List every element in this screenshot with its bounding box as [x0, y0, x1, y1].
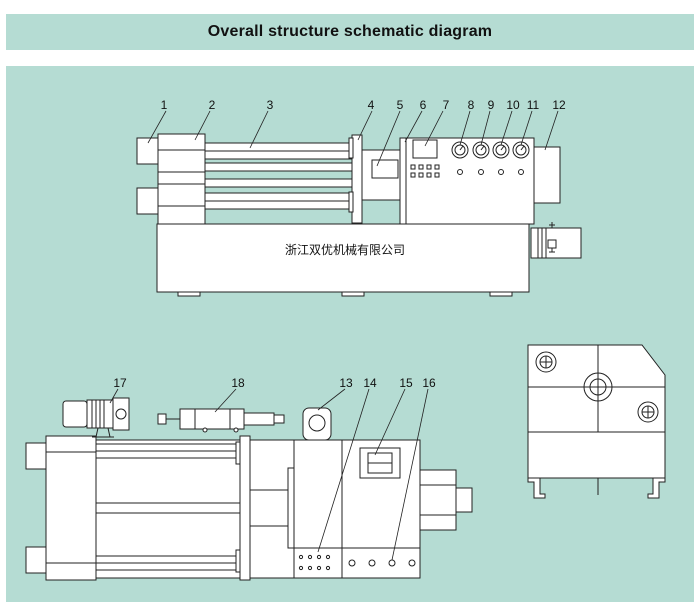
callout-12: 12: [552, 98, 566, 112]
callout-14: 14: [363, 376, 377, 390]
callout-7: 7: [443, 98, 450, 112]
callout-18: 18: [231, 376, 245, 390]
lifting-eye: [302, 407, 332, 441]
company-name: 浙江双优机械有限公司: [285, 242, 405, 257]
callout-9: 9: [488, 98, 495, 112]
callout-numbers-bottom: 13 14 15 16 17 18: [113, 376, 436, 390]
top-machine: [136, 133, 582, 297]
diagram-title: Overall structure schematic diagram: [207, 23, 493, 40]
gauge-10: [492, 141, 510, 159]
display-screen: [412, 139, 438, 159]
callout-6: 6: [420, 98, 427, 112]
callout-5: 5: [397, 98, 404, 112]
callout-3: 3: [267, 98, 274, 112]
callout-4: 4: [368, 98, 375, 112]
cylinder-cap-upper: [136, 137, 160, 165]
gauge-9: [472, 141, 490, 159]
callout-17: 17: [113, 376, 127, 390]
end-view-center-bore: [583, 372, 613, 402]
gauge-11: [512, 141, 530, 159]
callout-2: 2: [209, 98, 216, 112]
gauge-8: [451, 141, 469, 159]
leader-lines: [109, 110, 559, 561]
callout-numbers-top: 1 2 3 4 5 6 7 8 9 10 11 12: [161, 98, 566, 112]
top-machine-base: [156, 223, 530, 293]
callout-15: 15: [399, 376, 413, 390]
cylinder-18: [157, 408, 285, 433]
fixed-plate: [399, 137, 407, 225]
motor-17: [62, 397, 130, 438]
callout-1: 1: [161, 98, 168, 112]
callout-10: 10: [506, 98, 520, 112]
end-view: [527, 344, 666, 499]
bottom-machine: [25, 407, 473, 581]
callout-13: 13: [339, 376, 353, 390]
end-view-bolt-bottom-right: [637, 401, 659, 423]
title-bar: Overall structure schematic diagram: [6, 14, 694, 50]
callout-11: 11: [527, 98, 540, 112]
callout-8: 8: [468, 98, 475, 112]
end-view-bolt-top-left: [535, 351, 557, 373]
rear-plate: [157, 133, 206, 225]
callout-16: 16: [422, 376, 436, 390]
electric-box: [533, 146, 561, 204]
cylinder-cap-lower: [136, 187, 160, 215]
